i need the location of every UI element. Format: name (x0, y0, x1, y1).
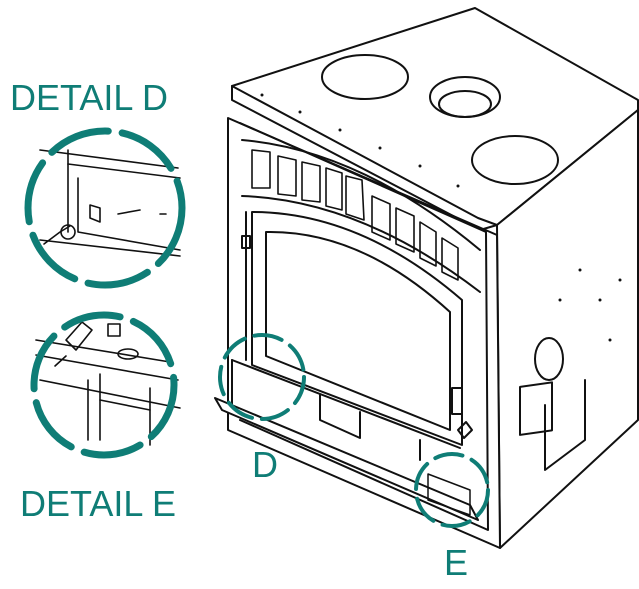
front-face (214, 117, 501, 549)
top-vent-center-inner (438, 90, 492, 118)
side-access-plate (519, 381, 553, 436)
detail-e-circle (30, 311, 178, 459)
door-handle (451, 387, 463, 415)
callout-e-circle (414, 452, 490, 528)
top-vent-right (471, 135, 559, 185)
detail-e-label: DETAIL E (20, 483, 177, 524)
callout-d-circle (218, 333, 306, 421)
side-vent-hole (534, 337, 564, 381)
callout-d-label: D (252, 444, 278, 485)
top-vent-left (321, 54, 409, 100)
callout-e-label: E (444, 542, 469, 583)
detail-d-label: DETAIL D (10, 77, 169, 118)
detail-e-inset (30, 311, 181, 459)
door-hinge (241, 235, 251, 249)
detail-d-inset (24, 127, 186, 289)
vent-grille (251, 149, 459, 281)
detail-d-circle (24, 127, 186, 289)
